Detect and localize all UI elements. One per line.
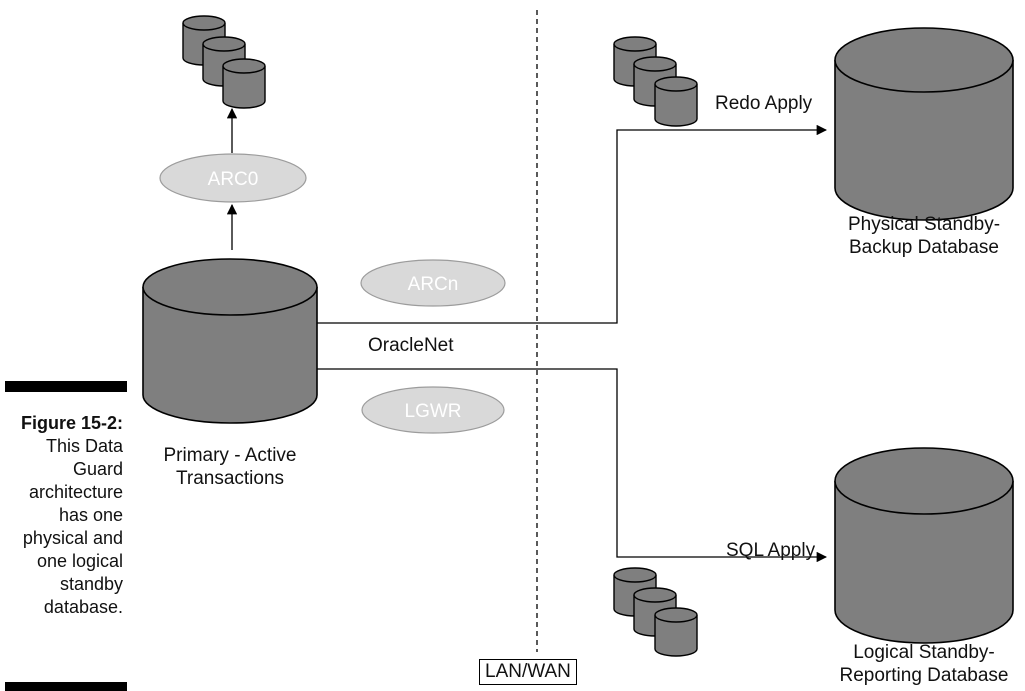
sql-apply-label: SQL Apply: [726, 540, 816, 561]
caption-bottom-rule: [5, 682, 127, 691]
sql-apply-connector: [317, 368, 828, 563]
caption-top-rule: [5, 381, 127, 392]
arcn-label: ARCn: [408, 274, 459, 295]
logical-standby-database-icon: [834, 447, 1014, 644]
arc0-label: ARC0: [208, 169, 259, 190]
archive-logs-redo-icon: [613, 36, 698, 127]
figure-caption: Figure 15-2: This Data Guard architectur…: [0, 412, 123, 619]
figure-caption-text: This Data Guard architecture has one phy…: [22, 436, 123, 617]
primary-label: Primary - Active Transactions: [163, 445, 297, 489]
redo-apply-label: Redo Apply: [715, 93, 813, 114]
physical-standby-database-icon: [834, 27, 1014, 221]
physical-standby-label: Physical Standby- Backup Database: [847, 214, 1001, 258]
primary-database-icon: [142, 258, 318, 424]
figure-number: Figure 15-2:: [20, 413, 123, 433]
arc0-process: [159, 153, 307, 203]
archive-logs-sql-icon: [613, 567, 698, 657]
oraclenet-label: OracleNet: [368, 335, 454, 356]
redo-apply-connector: [317, 124, 828, 324]
lan-wan-label: LAN/WAN: [479, 659, 577, 685]
archive-logs-primary-icon: [182, 15, 266, 109]
lgwr-process: [361, 386, 505, 434]
lgwr-label: LGWR: [405, 401, 462, 422]
logical-standby-label: Logical Standby- Reporting Database: [839, 642, 1009, 686]
arcn-process: [360, 259, 506, 307]
